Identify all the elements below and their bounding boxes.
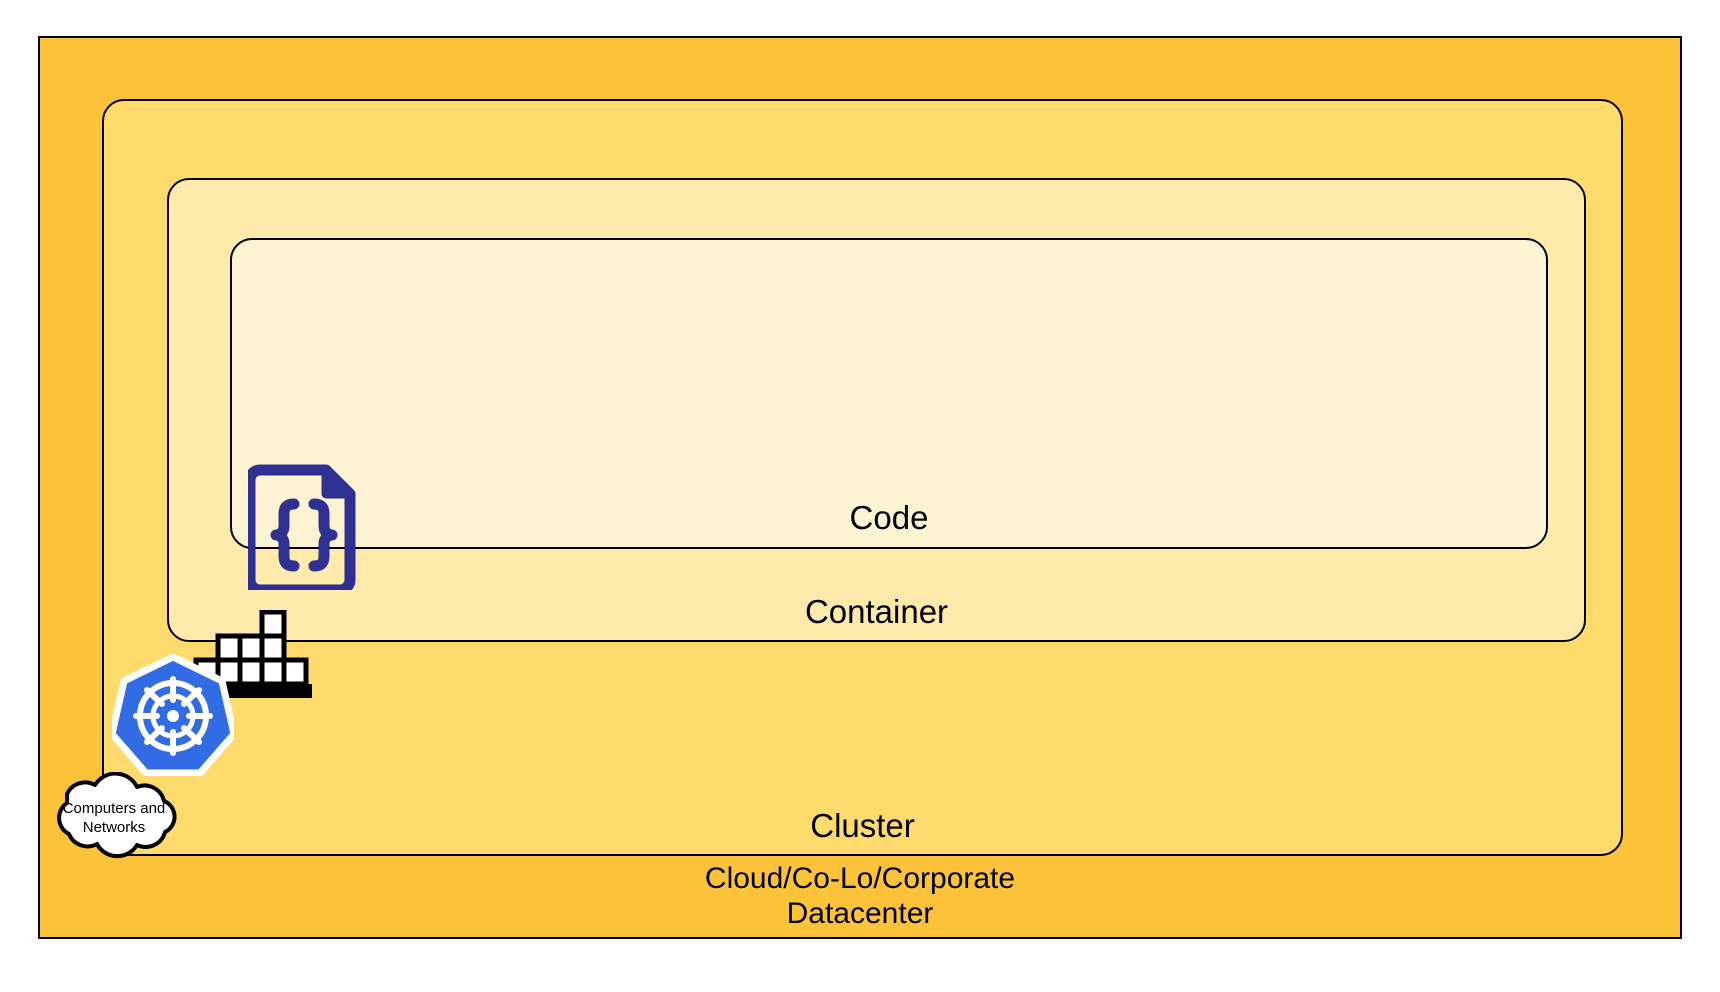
layer-container[interactable]: Code bbox=[167, 178, 1586, 698]
layer-datacenter-label: Cloud/Co-Lo/Corporate Datacenter bbox=[704, 861, 1016, 930]
layer-datacenter[interactable]: Code bbox=[38, 36, 1682, 939]
layer-container-label: Container bbox=[804, 593, 949, 631]
cloud-callout[interactable]: Computers and Networks bbox=[31, 772, 197, 864]
container-blocks-icon bbox=[188, 609, 312, 698]
layer-cluster[interactable]: Code bbox=[102, 99, 1623, 856]
layer-code-label: Code bbox=[849, 499, 929, 537]
cloud-callout-label: Computers and Networks bbox=[62, 799, 166, 836]
code-file-icon bbox=[244, 460, 360, 596]
layer-code[interactable]: Code bbox=[230, 238, 1548, 596]
layer-cluster-label: Cluster bbox=[810, 807, 915, 845]
cloud-icon bbox=[57, 772, 177, 859]
kubernetes-icon bbox=[108, 653, 238, 777]
